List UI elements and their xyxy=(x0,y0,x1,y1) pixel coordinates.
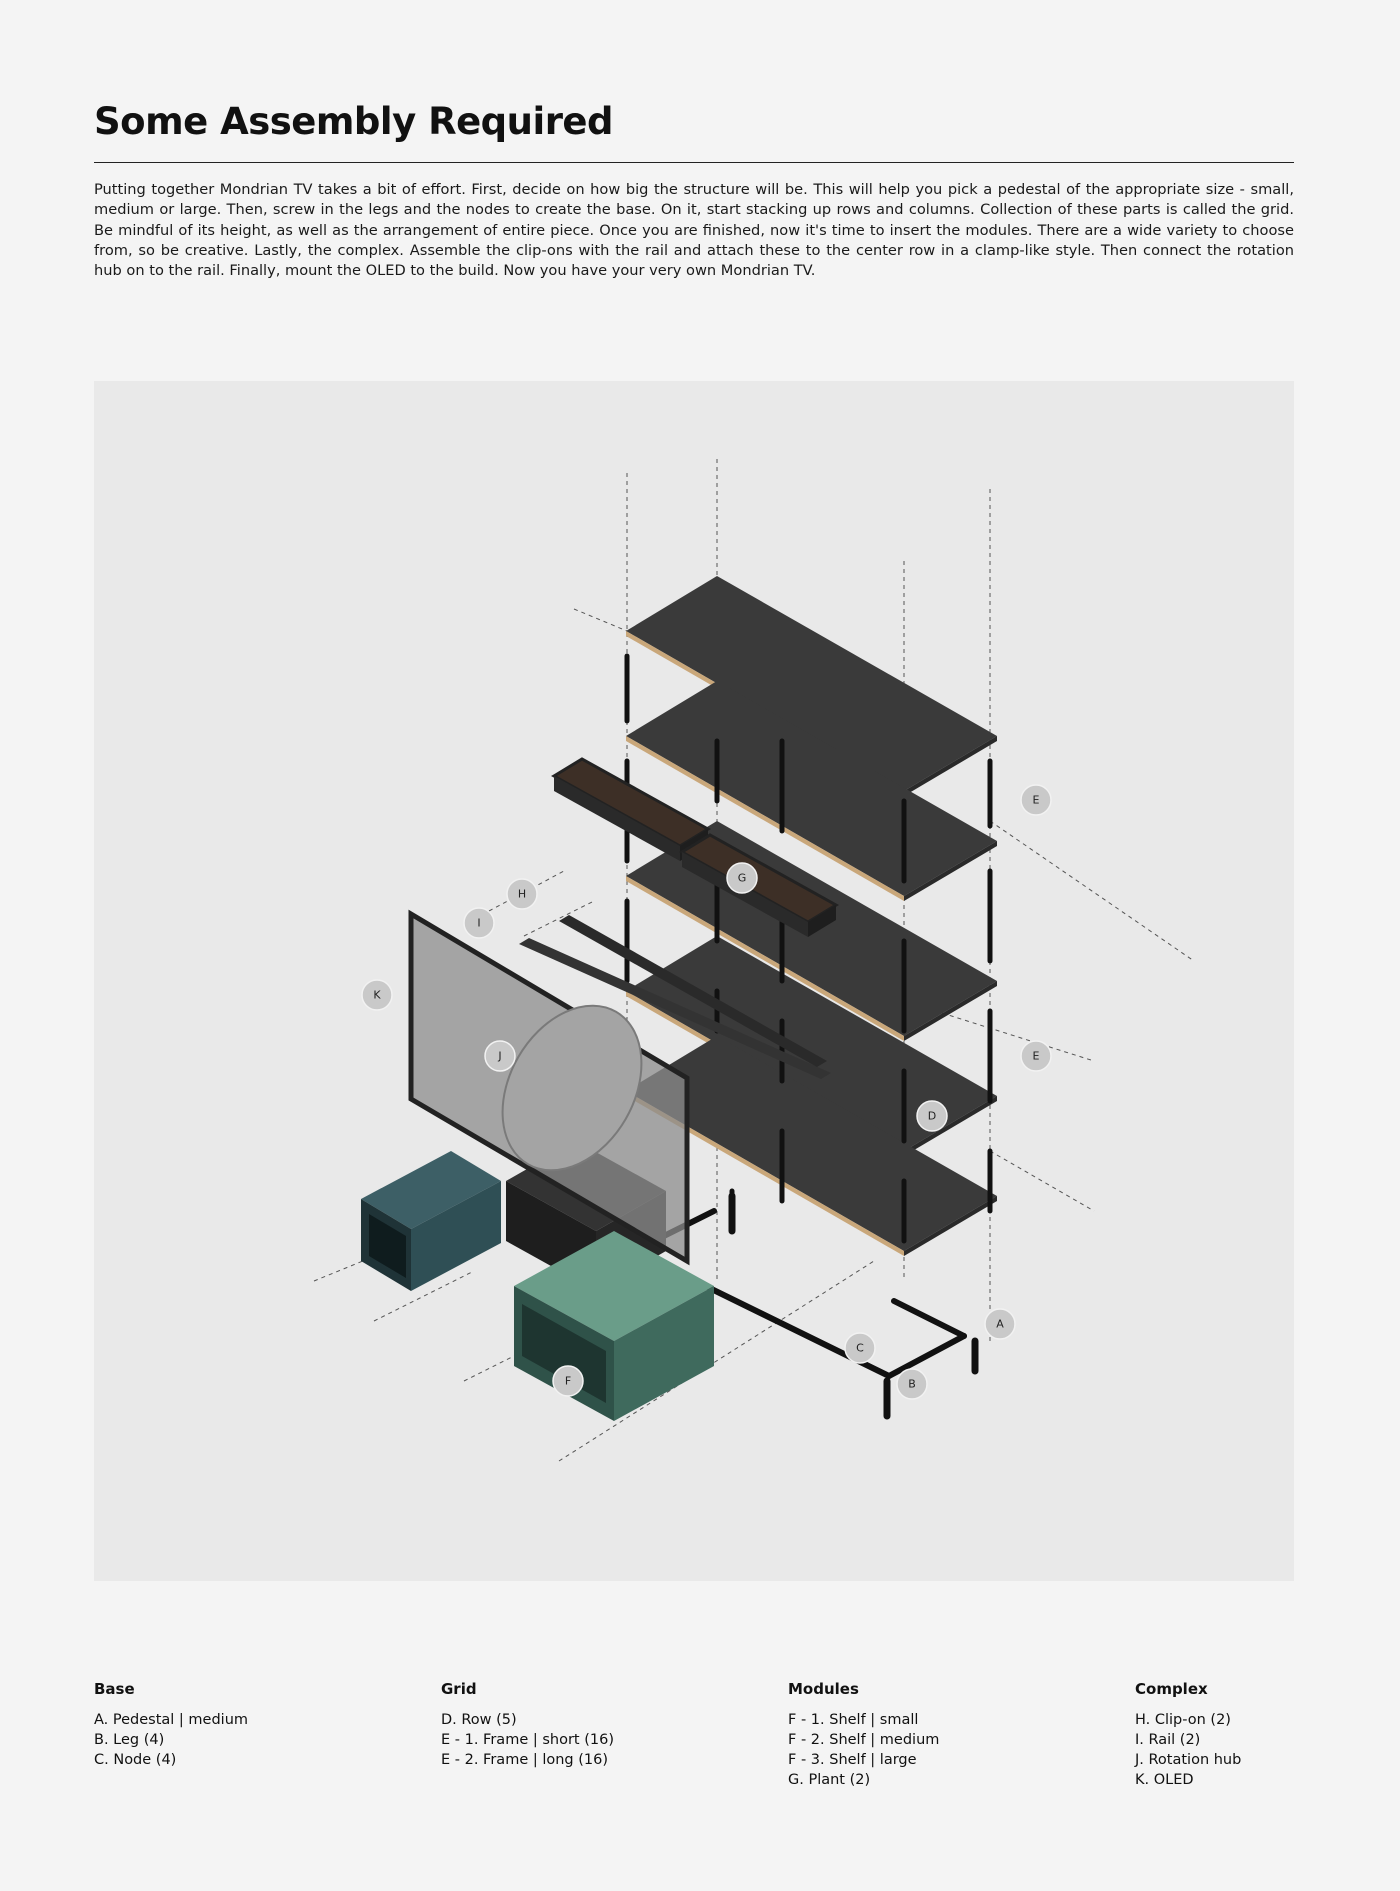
svg-text:E: E xyxy=(1033,1050,1040,1063)
label-d: D xyxy=(916,1100,948,1132)
svg-text:I: I xyxy=(477,917,480,930)
legend-heading-base: Base xyxy=(94,1680,135,1698)
legend-item: B. Leg (4) xyxy=(94,1732,165,1748)
svg-text:G: G xyxy=(738,872,747,885)
label-e-2: E xyxy=(1020,1040,1052,1072)
label-a: A xyxy=(984,1308,1016,1340)
svg-text:A: A xyxy=(996,1318,1004,1331)
legend-item: I. Rail (2) xyxy=(1135,1732,1201,1748)
assembly-illustration: A B C D E E F G xyxy=(313,459,1195,1462)
module-shelf-small xyxy=(361,1151,501,1291)
legend-item: F - 1. Shelf | small xyxy=(788,1712,919,1728)
label-b: B xyxy=(896,1368,928,1400)
label-c: C xyxy=(844,1332,876,1364)
page-title: Some Assembly Required xyxy=(94,100,614,143)
legend-item: F - 2. Shelf | medium xyxy=(788,1732,940,1748)
svg-text:J: J xyxy=(497,1050,501,1063)
exploded-assembly-diagram: A B C D E E F G xyxy=(94,381,1294,1581)
intro-paragraph: Putting together Mondrian TV takes a bit… xyxy=(94,181,1294,280)
svg-text:H: H xyxy=(518,888,526,901)
label-j: J xyxy=(484,1040,516,1072)
svg-text:B: B xyxy=(908,1378,916,1391)
svg-text:E: E xyxy=(1033,794,1040,807)
module-shelf-large xyxy=(514,1231,714,1421)
legend-item: A. Pedestal | medium xyxy=(94,1712,249,1728)
label-h: H xyxy=(506,878,538,910)
legend-modules: Modules F - 1. Shelf | small F - 2. Shel… xyxy=(788,1680,1048,1790)
parts-legend: Base A. Pedestal | medium B. Leg (4) C. … xyxy=(94,1680,1294,1800)
legend-item: E - 2. Frame | long (16) xyxy=(441,1752,609,1768)
legend-item: K. OLED xyxy=(1135,1772,1194,1788)
legend-item: E - 1. Frame | short (16) xyxy=(441,1732,614,1748)
label-i: I xyxy=(463,907,495,939)
label-g: G xyxy=(726,862,758,894)
legend-item: J. Rotation hub xyxy=(1135,1752,1242,1768)
legend-heading-grid: Grid xyxy=(441,1680,477,1698)
svg-text:C: C xyxy=(856,1342,864,1355)
legend-complex: Complex H. Clip-on (2) I. Rail (2) J. Ro… xyxy=(1135,1680,1294,1790)
legend-heading-complex: Complex xyxy=(1135,1680,1208,1698)
label-e-1: E xyxy=(1020,784,1052,816)
svg-text:F: F xyxy=(565,1375,571,1388)
svg-text:K: K xyxy=(373,989,381,1002)
legend-item: F - 3. Shelf | large xyxy=(788,1752,917,1768)
label-k: K xyxy=(361,979,393,1011)
legend-item: G. Plant (2) xyxy=(788,1772,871,1788)
legend-heading-modules: Modules xyxy=(788,1680,859,1698)
oled-panel xyxy=(408,909,690,1266)
legend-base: Base A. Pedestal | medium B. Leg (4) C. … xyxy=(94,1680,354,1770)
legs xyxy=(728,1192,979,1420)
label-f: F xyxy=(552,1365,584,1397)
legend-item: H. Clip-on (2) xyxy=(1135,1712,1231,1728)
legend-grid: Grid D. Row (5) E - 1. Frame | short (16… xyxy=(441,1680,701,1770)
rail xyxy=(519,915,831,1079)
legend-item: D. Row (5) xyxy=(441,1712,517,1728)
plant-trays xyxy=(551,757,839,937)
legend-item: C. Node (4) xyxy=(94,1752,177,1768)
svg-text:D: D xyxy=(928,1110,936,1123)
title-divider xyxy=(94,162,1294,163)
